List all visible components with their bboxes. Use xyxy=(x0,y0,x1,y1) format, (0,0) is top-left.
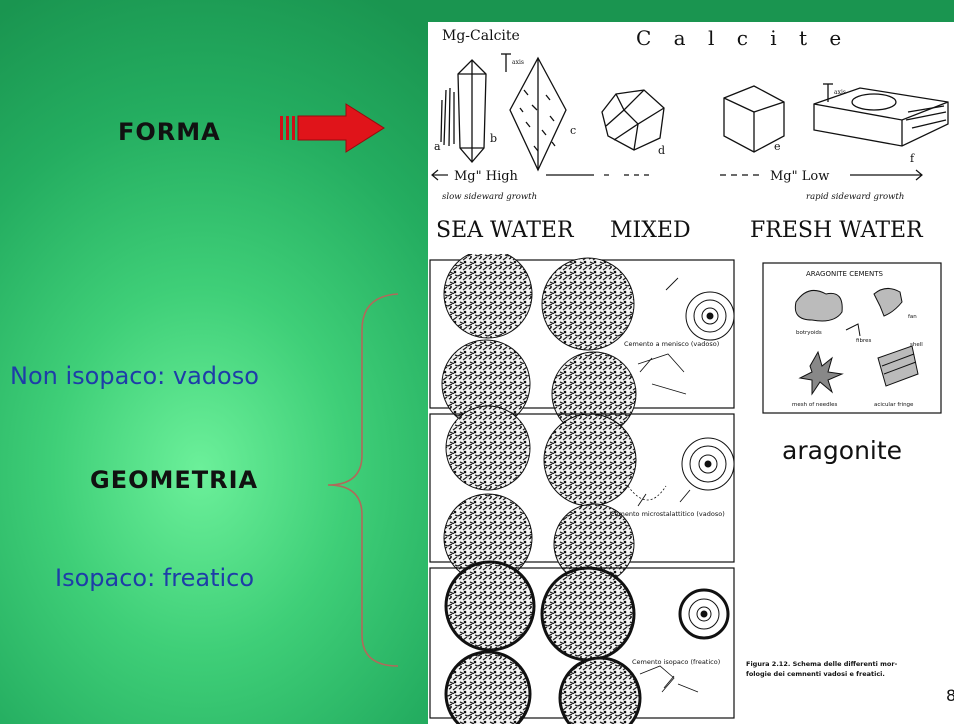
freatico-label: Isopaco: freatico xyxy=(55,564,254,592)
mg-high-label: Mg" High xyxy=(454,169,519,184)
aragonite-item-fibres: fibres xyxy=(856,338,871,344)
env-mixed: MIXED xyxy=(610,218,691,243)
crystal-label-c: c xyxy=(570,124,576,137)
crystal-label-a: a xyxy=(434,140,441,153)
aragonite-item-fringe: acicular fringe xyxy=(874,402,914,408)
axis-label-1: axis xyxy=(512,59,524,66)
env-fresh-water: FRESH WATER xyxy=(750,218,923,243)
calcite-title: C a l c i t e xyxy=(636,26,849,50)
crystal-label-d: d xyxy=(658,144,665,157)
aragonite-label: aragonite xyxy=(782,436,902,465)
rapid-growth-label: rapid sideward growth xyxy=(806,192,904,202)
crystal-label-e: e xyxy=(774,140,781,153)
slow-growth-label: slow sideward growth xyxy=(442,192,537,202)
aragonite-box-title: ARAGONITE CEMENTS xyxy=(806,270,883,278)
axis-label-2: axis xyxy=(834,89,846,96)
figure-caption-line1: Figura 2.12. Schema delle differenti mor… xyxy=(746,660,897,668)
curly-brace xyxy=(318,290,408,670)
mg-calcite-label: Mg-Calcite xyxy=(442,28,520,44)
aragonite-item-botryoids: botryoids xyxy=(796,330,822,336)
vadoso-label: Non isopaco: vadoso xyxy=(10,362,259,390)
env-sea-water: SEA WATER xyxy=(436,218,574,243)
crystal-label-b: b xyxy=(490,132,497,145)
aragonite-item-fan: fan xyxy=(908,314,917,320)
aragonite-item-shell: shell xyxy=(910,342,923,348)
crystal-forms-drawing: axis axis a b c d e f xyxy=(428,50,954,172)
forma-label: FORMA xyxy=(118,118,221,146)
panel3-caption: Cemento isopaco (freatico) xyxy=(632,658,720,666)
right-arrow-icon xyxy=(280,103,386,153)
mg-low-label: Mg" Low xyxy=(770,169,829,184)
page-number: 8 xyxy=(946,686,954,705)
panel2-caption: Cemento microstalattitico (vadoso) xyxy=(610,510,725,518)
cement-panels-drawing: Cemento a menisco (vadoso) Cemento micro… xyxy=(428,254,748,724)
figure-caption-line2: fologie dei cemnenti vadosi e freatici. xyxy=(746,670,885,678)
panel1-caption: Cemento a menisco (vadoso) xyxy=(624,340,719,348)
mg-gradient-arrows: Mg" High Mg" Low slow sideward growth ra… xyxy=(428,162,954,212)
aragonite-cements-box: ARAGONITE CEMENTS botryoids fan fibres s… xyxy=(762,262,942,414)
geometria-label: GEOMETRIA xyxy=(90,466,258,494)
figure-panel: Mg-Calcite C a l c i t e xyxy=(428,22,954,724)
aragonite-item-mesh: mesh of needles xyxy=(792,402,838,408)
